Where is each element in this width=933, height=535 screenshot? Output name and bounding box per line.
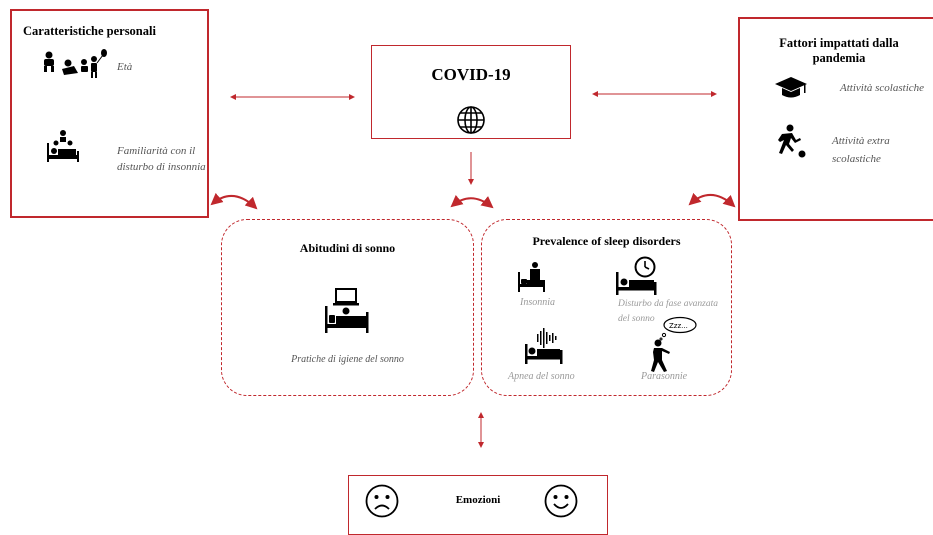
soccer-player-icon (778, 124, 806, 158)
person-standing-bed-icon (518, 262, 545, 292)
pandemic-factors-title: Fattori impattati dalla pandemia (779, 36, 899, 65)
covid-title: COVID-19 (431, 65, 511, 84)
personal-characteristics-box: Caratteristiche personali Età F (10, 9, 209, 218)
insomnia-familiarity-label: Familiarità con il disturbo di insonnia (117, 145, 206, 173)
curved-arrow-middle (450, 194, 494, 209)
pandemic-factors-box: Fattori impattati dalla pandemia Attivit… (738, 17, 933, 221)
bed-laptop-icon (325, 288, 369, 333)
sad-face-icon (365, 484, 399, 518)
speech-bubble-text: Zzz... (669, 322, 688, 330)
sleepwalker-icon: Zzz... (651, 316, 697, 372)
school-activities-label: Attività scolastiche (840, 82, 925, 94)
extra-school-activities-label: Attività extra scolastiche (832, 135, 890, 165)
sleep-apnea-label: Apnea del sonno (508, 371, 575, 382)
personal-characteristics-title: Caratteristiche personali (23, 24, 156, 38)
emotions-title: Emozioni (455, 494, 501, 506)
sleep-habits-title: Abitudini di sonno (299, 241, 396, 255)
curved-arrow-left (210, 192, 258, 210)
advanced-phase-label: Disturbo da fase avanzata del sonno (618, 299, 719, 324)
graduation-cap-icon (775, 77, 807, 98)
sound-wave-bed-icon (525, 328, 563, 364)
baby-child-icons (44, 49, 107, 78)
insomnia-label: Insonnia (520, 297, 555, 308)
sleep-disorders-title: Prevalence of sleep disorders (532, 234, 681, 248)
clock-bed-icon (616, 256, 657, 295)
curved-arrow-right (688, 192, 736, 208)
happy-face-icon (544, 484, 578, 518)
age-label: Età (117, 61, 133, 73)
sleep-hygiene-label: Pratiche di igiene del sonno (291, 354, 404, 365)
sleep-habits-box: Abitudini di sonno Pratiche di igiene de… (221, 219, 474, 396)
family-bed-icon (47, 130, 79, 162)
globe-icon (457, 106, 485, 134)
parasomnias-label: Parasonnie (641, 371, 688, 382)
emotions-box: Emozioni (348, 475, 608, 535)
covid-box: COVID-19 (371, 45, 571, 139)
sleep-disorders-box: Prevalence of sleep disorders Insonnia (481, 219, 732, 396)
